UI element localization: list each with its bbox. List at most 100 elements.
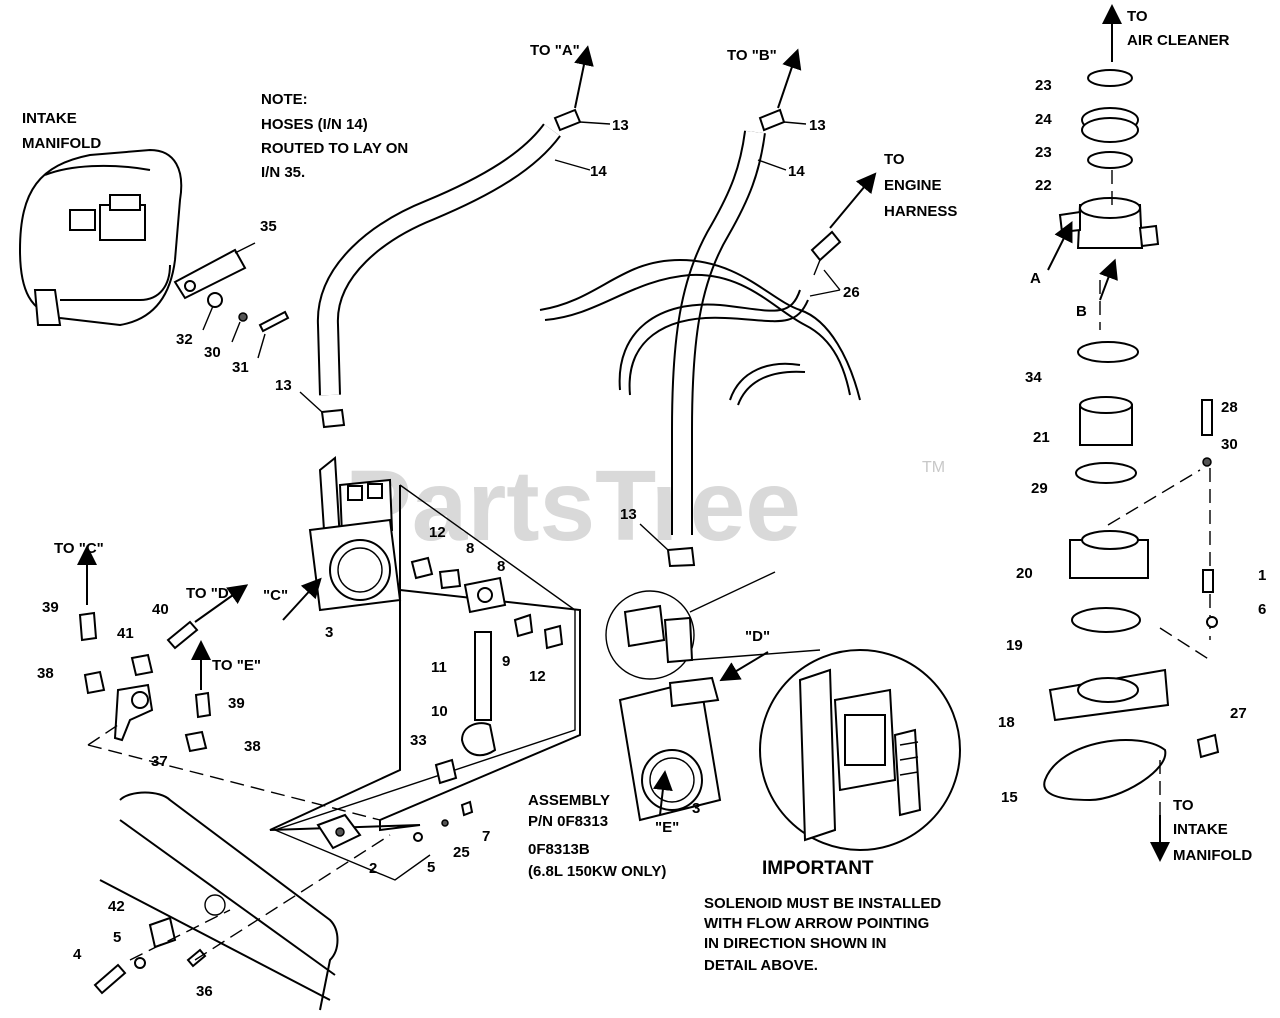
part-19: 19: [1006, 637, 1023, 654]
air-cleaner-stack: [1043, 4, 1220, 862]
part-31: 31: [232, 359, 249, 376]
part-38b: 38: [244, 738, 261, 755]
frame-rail: [93, 791, 391, 1011]
part-12b: 12: [529, 668, 546, 685]
fuel-assembly-fittings: [316, 556, 564, 850]
part-39a: 39: [42, 599, 59, 616]
part-35-fuel-rail: [173, 242, 290, 359]
part-36: 36: [196, 983, 213, 1000]
assembly-line3: 0F8313B: [528, 841, 590, 858]
part-3a: 3: [325, 624, 333, 641]
part-21: 21: [1033, 429, 1050, 446]
important-line2: WITH FLOW ARROW POINTING: [704, 915, 929, 932]
part-23a: 23: [1035, 77, 1052, 94]
hose-14-a: [299, 45, 611, 429]
part-35: 35: [260, 218, 277, 235]
important-heading: IMPORTANT: [762, 858, 874, 879]
regulator-center: [605, 571, 821, 822]
part-34: 34: [1025, 369, 1042, 386]
intake-manifold-drawing: [18, 148, 183, 327]
part-4: 4: [73, 946, 82, 963]
part-3b: 3: [692, 800, 700, 817]
engine-harness-line1: TO: [884, 151, 905, 168]
to-e-label: TO "E": [212, 657, 261, 674]
part-18: 18: [998, 714, 1015, 731]
part-33: 33: [410, 732, 427, 749]
part-20: 20: [1016, 565, 1033, 582]
part-32: 32: [176, 331, 193, 348]
flow-marker-a: A: [1030, 270, 1041, 287]
part-7: 7: [482, 828, 490, 845]
part-2: 2: [369, 860, 377, 877]
flow-marker-c: "C": [263, 587, 288, 604]
to-d-label: TO "D": [186, 585, 236, 602]
part-30a: 30: [204, 344, 221, 361]
flow-marker-b: B: [1076, 303, 1087, 320]
part-12a: 12: [429, 524, 446, 541]
intake-manifold-bottom-line3: MANIFOLD: [1173, 847, 1252, 864]
part-10: 10: [431, 703, 448, 720]
part-38a: 38: [37, 665, 54, 682]
part-8b: 8: [497, 558, 505, 575]
part-26: 26: [843, 284, 860, 301]
part-39b: 39: [228, 695, 245, 712]
part-41: 41: [117, 625, 134, 642]
part-40: 40: [152, 601, 169, 618]
part-9: 9: [502, 653, 510, 670]
watermark-brand: PartsTree: [345, 450, 801, 562]
important-line4: DETAIL ABOVE.: [704, 957, 818, 974]
note-line2: HOSES (I/N 14): [261, 116, 368, 133]
regulator-left: [308, 456, 402, 612]
intake-manifold-bottom-line2: INTAKE: [1173, 821, 1228, 838]
part-13b: 13: [809, 117, 826, 134]
air-cleaner-line2: AIR CLEANER: [1127, 32, 1230, 49]
part-23b: 23: [1035, 144, 1052, 161]
part-number-labels: 13 14 13 14 35 32 30 31 13 13 26 23 24 2…: [37, 77, 1266, 1000]
watermark-trademark: TM: [922, 459, 945, 476]
assembly-line2: P/N 0F8313: [528, 813, 608, 830]
part-13c: 13: [275, 377, 292, 394]
flow-marker-e: "E": [655, 819, 679, 836]
flow-marker-d: "D": [745, 628, 770, 645]
hose-14-b: [639, 48, 807, 568]
part-5a: 5: [427, 859, 435, 876]
part-6: 6: [1258, 601, 1266, 618]
part-14b: 14: [788, 163, 805, 180]
part-30b: 30: [1221, 436, 1238, 453]
left-fittings: [77, 545, 381, 821]
note-line4: I/N 35.: [261, 164, 305, 181]
assembly-line4: (6.8L 150KW ONLY): [528, 863, 666, 880]
part-27: 27: [1230, 705, 1247, 722]
engine-harness-line3: HARNESS: [884, 203, 957, 220]
assembly-line1: ASSEMBLY: [528, 792, 610, 809]
part-13a: 13: [612, 117, 629, 134]
part-11: 11: [431, 659, 447, 676]
to-c-label: TO "C": [54, 540, 104, 557]
part-24: 24: [1035, 111, 1052, 128]
part-13d: 13: [620, 506, 637, 523]
air-cleaner-line1: TO: [1127, 8, 1148, 25]
part-22: 22: [1035, 177, 1052, 194]
part-29: 29: [1031, 480, 1048, 497]
part-37: 37: [151, 753, 168, 770]
note-line3: ROUTED TO LAY ON: [261, 140, 408, 157]
to-a-label: TO "A": [530, 42, 580, 59]
part-8a: 8: [466, 540, 474, 557]
part-15: 15: [1001, 789, 1018, 806]
important-line1: SOLENOID MUST BE INSTALLED: [704, 895, 941, 912]
intake-manifold-top-line1: INTAKE: [22, 110, 77, 127]
engine-harness-line2: ENGINE: [884, 177, 942, 194]
part-25: 25: [453, 844, 470, 861]
intake-manifold-bottom-line1: TO: [1173, 797, 1194, 814]
to-b-label: TO "B": [727, 47, 777, 64]
wiring-harness-26: [539, 172, 877, 406]
part-42: 42: [108, 898, 125, 915]
part-5b: 5: [113, 929, 121, 946]
note-line1: NOTE:: [261, 91, 308, 108]
intake-manifold-top-line2: MANIFOLD: [22, 135, 101, 152]
part-1: 1: [1258, 567, 1266, 584]
solenoid-detail: [759, 649, 961, 851]
part-14a: 14: [590, 163, 607, 180]
